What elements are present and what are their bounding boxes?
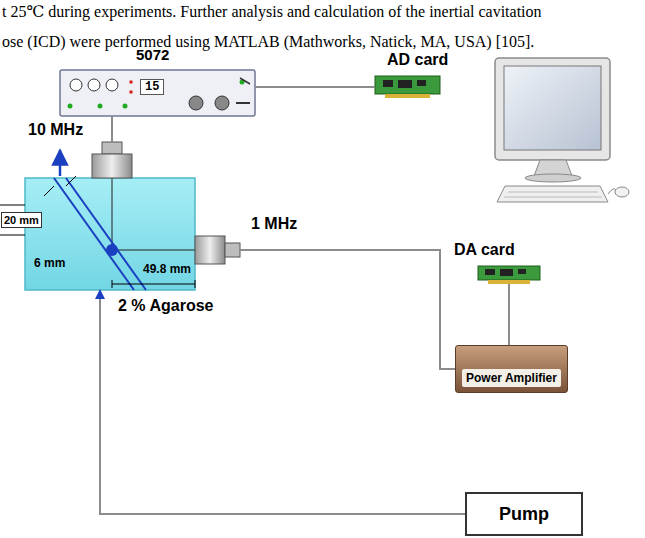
pulser-receiver-panel bbox=[68, 104, 73, 109]
computer bbox=[497, 186, 608, 202]
dimension-lines bbox=[112, 284, 195, 285]
ad-card: AD card bbox=[375, 76, 440, 98]
device-label: AD card bbox=[387, 50, 448, 69]
agarose-phantom-body bbox=[59, 150, 62, 176]
da-card-icon bbox=[478, 266, 540, 280]
computer bbox=[608, 189, 616, 194]
pulser-receiver-panel bbox=[70, 79, 82, 91]
pulser-receiver-panel bbox=[240, 78, 250, 84]
transducer-10mhz bbox=[92, 154, 132, 178]
cable bbox=[111, 116, 113, 142]
pulser-receiver-panel bbox=[236, 102, 250, 104]
agarose-phantom-body bbox=[66, 178, 146, 290]
display-value: 15 bbox=[140, 79, 164, 95]
transducer-1mhz bbox=[225, 243, 240, 257]
ad-card-icon bbox=[383, 80, 393, 87]
cable bbox=[508, 284, 510, 345]
pulser-receiver-panel bbox=[129, 80, 133, 84]
dimension-lines bbox=[112, 280, 113, 288]
cable bbox=[100, 290, 465, 514]
ad-card-icon bbox=[385, 94, 430, 98]
transducer-1mhz bbox=[195, 236, 240, 264]
body-text: ose (ICD) were performed using MATLAB (M… bbox=[2, 32, 534, 52]
pulser-receiver-panel bbox=[123, 104, 128, 109]
agarose-phantom-body bbox=[25, 178, 195, 290]
pulser-receiver-panel bbox=[60, 70, 255, 116]
dimension-lines bbox=[0, 176, 195, 288]
ad-card-icon bbox=[417, 80, 426, 86]
pulser-receiver-panel bbox=[189, 96, 203, 110]
transducer: 1 MHz bbox=[195, 236, 240, 264]
transducer-1mhz bbox=[195, 236, 225, 264]
da-card-icon bbox=[478, 266, 540, 284]
device-label: 2 % Agarose bbox=[118, 296, 213, 315]
agarose-phantom-body bbox=[112, 250, 195, 251]
agarose-phantom-body bbox=[25, 150, 195, 290]
da-card-icon bbox=[485, 269, 495, 275]
computer bbox=[615, 187, 629, 197]
dimension: 6 mm bbox=[34, 256, 65, 270]
ad-card-icon bbox=[375, 76, 440, 98]
da-card-icon bbox=[488, 280, 530, 284]
computer bbox=[495, 58, 629, 202]
dimension-lines bbox=[0, 205, 25, 206]
pulser-receiver-panel bbox=[60, 70, 255, 116]
computer bbox=[504, 197, 602, 198]
power-amplifier: Power Amplifier bbox=[455, 345, 568, 393]
device-label: Power Amplifier bbox=[462, 369, 561, 387]
dimension-lines bbox=[44, 186, 54, 196]
dimension-lines bbox=[66, 176, 76, 186]
transducer: 10 MHz bbox=[92, 142, 132, 178]
agarose-phantom-body bbox=[112, 178, 113, 250]
da-card-icon bbox=[500, 269, 513, 276]
device-label: Pump bbox=[499, 503, 549, 525]
agarose-phantom-body bbox=[54, 178, 134, 290]
ad-card-icon bbox=[398, 80, 412, 88]
computer bbox=[508, 192, 598, 193]
pulser-receiver-panel bbox=[129, 90, 133, 94]
dimension-lines bbox=[195, 280, 196, 288]
computer bbox=[504, 66, 601, 150]
device-label: 1 MHz bbox=[251, 214, 297, 233]
dimension-lines bbox=[0, 235, 25, 236]
pulser-receiver-panel bbox=[106, 79, 118, 91]
pulser-receiver: 507215 bbox=[60, 70, 255, 116]
computer bbox=[495, 58, 610, 160]
dimension: 49.8 mm bbox=[143, 262, 191, 276]
agarose-phantom-body bbox=[106, 244, 118, 256]
device-label: 10 MHz bbox=[28, 120, 83, 139]
transducer-10mhz bbox=[92, 142, 132, 178]
da-card: DA card bbox=[478, 266, 540, 284]
dimension: 20 mm bbox=[1, 212, 42, 228]
cable bbox=[255, 86, 375, 88]
device-label: DA card bbox=[454, 240, 515, 259]
computer bbox=[525, 174, 581, 182]
transducer-10mhz bbox=[102, 142, 122, 154]
da-card-icon bbox=[518, 269, 526, 274]
ad-card-icon bbox=[375, 76, 440, 94]
pulser-receiver-panel bbox=[98, 104, 103, 109]
pulser-receiver-panel bbox=[88, 79, 100, 91]
body-text: t 25℃ during experiments. Further analys… bbox=[2, 2, 542, 22]
pump-box: Pump bbox=[465, 492, 583, 536]
cable bbox=[240, 250, 455, 369]
pulser-receiver-panel bbox=[215, 96, 229, 110]
